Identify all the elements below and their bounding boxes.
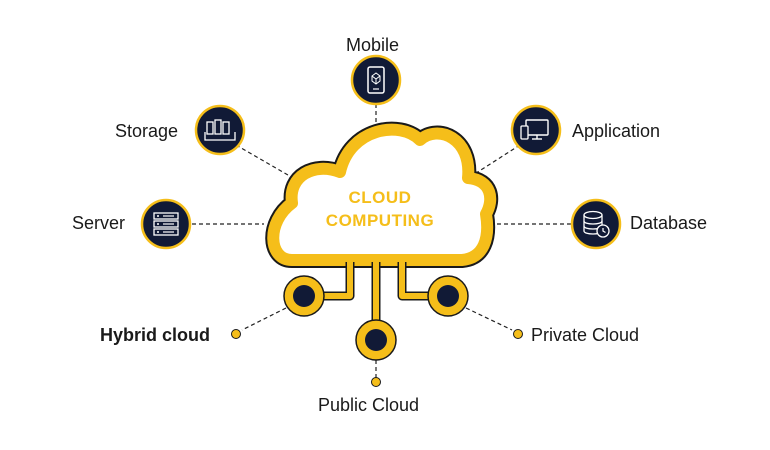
label-server: Server xyxy=(72,213,126,233)
terminal-private xyxy=(427,275,469,317)
label-application: Application xyxy=(572,121,661,141)
terminal-public xyxy=(355,319,397,361)
database-icon xyxy=(570,198,622,250)
server-icon xyxy=(140,198,192,250)
endpoint-private xyxy=(513,329,523,339)
endpoint-public xyxy=(371,377,381,387)
connector-storage xyxy=(235,144,301,183)
connector-hybrid xyxy=(241,307,287,331)
circuit-stems xyxy=(312,262,436,320)
cloud-shape xyxy=(265,121,499,268)
connector-private xyxy=(465,307,513,331)
terminal-hybrid xyxy=(283,275,325,317)
mobile-icon xyxy=(350,54,402,106)
application-icon xyxy=(510,104,562,156)
label-private-cloud: Private Cloud xyxy=(531,325,640,345)
cloud-title-line1: CLOUD xyxy=(348,188,412,207)
storage-icon xyxy=(194,104,246,156)
label-mobile: Mobile xyxy=(346,35,400,55)
cloud-title-line2: COMPUTING xyxy=(325,211,435,230)
endpoint-hybrid xyxy=(231,329,241,339)
label-hybrid-cloud: Hybrid cloud xyxy=(100,325,211,345)
label-public-cloud: Public Cloud xyxy=(318,395,420,415)
label-storage: Storage xyxy=(115,121,179,141)
label-database: Database xyxy=(630,213,708,233)
